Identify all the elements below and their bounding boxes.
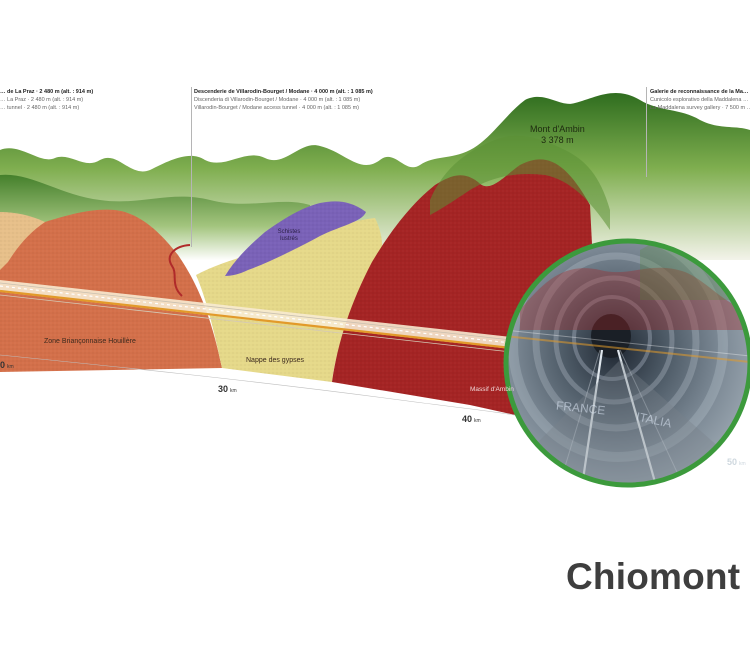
peak-altitude: 3 378 m bbox=[541, 135, 574, 145]
peak-label: Mont d'Ambin 3 378 m bbox=[530, 124, 585, 146]
header-maddalena: Galerie de reconnaissance de la Ma… Cuni… bbox=[650, 88, 750, 112]
km-value: 50 bbox=[727, 457, 738, 467]
label-gypses: Nappe des gypses bbox=[246, 357, 304, 364]
km-value: 30 bbox=[218, 384, 229, 394]
header-line: La Maddalena survey gallery · 7 500 m … bbox=[650, 105, 750, 111]
header-line: … La Praz · 2 480 m (alt. : 914 m) bbox=[0, 97, 84, 103]
km-unit: km bbox=[739, 461, 746, 467]
peak-name: Mont d'Ambin bbox=[530, 124, 585, 134]
city-name: Chiomont bbox=[566, 556, 741, 597]
km-value: 0 bbox=[0, 360, 6, 370]
header-line: Descenderie de Villarodin-Bourget / Moda… bbox=[194, 89, 373, 95]
header-modane: Descenderie de Villarodin-Bourget / Moda… bbox=[194, 88, 373, 112]
km-unit: km bbox=[7, 364, 14, 370]
header-line: Villarodin-Bourget / Modane access tunne… bbox=[194, 105, 359, 111]
label-houillere: Zone Briançonnaise Houillère bbox=[44, 338, 136, 345]
header-pointer bbox=[191, 87, 192, 247]
header-la-praz: … de La Praz · 2 480 m (alt. : 914 m) … … bbox=[0, 88, 93, 112]
label-schistes: Schistes lustrés bbox=[277, 229, 301, 242]
km-value: 40 bbox=[462, 414, 473, 424]
header-line: Discenderia di Villarodin-Bourget / Moda… bbox=[194, 97, 361, 103]
label-massif: Massif d'Ambin bbox=[470, 386, 514, 393]
main-tunnel bbox=[0, 280, 521, 354]
tunnel-photo-lens bbox=[503, 238, 750, 488]
km-unit: km bbox=[474, 418, 481, 424]
header-line: … tunnel · 2 480 m (alt. : 914 m) bbox=[0, 105, 80, 111]
header-line: … de La Praz · 2 480 m (alt. : 914 m) bbox=[0, 89, 94, 95]
km-unit: km bbox=[230, 388, 237, 394]
header-line: Cunicolo esplorativo della Maddalena … bbox=[650, 97, 749, 103]
header-line: Galerie de reconnaissance de la Ma… bbox=[650, 89, 749, 95]
access-descenderie bbox=[168, 244, 191, 297]
header-pointer bbox=[646, 87, 647, 177]
